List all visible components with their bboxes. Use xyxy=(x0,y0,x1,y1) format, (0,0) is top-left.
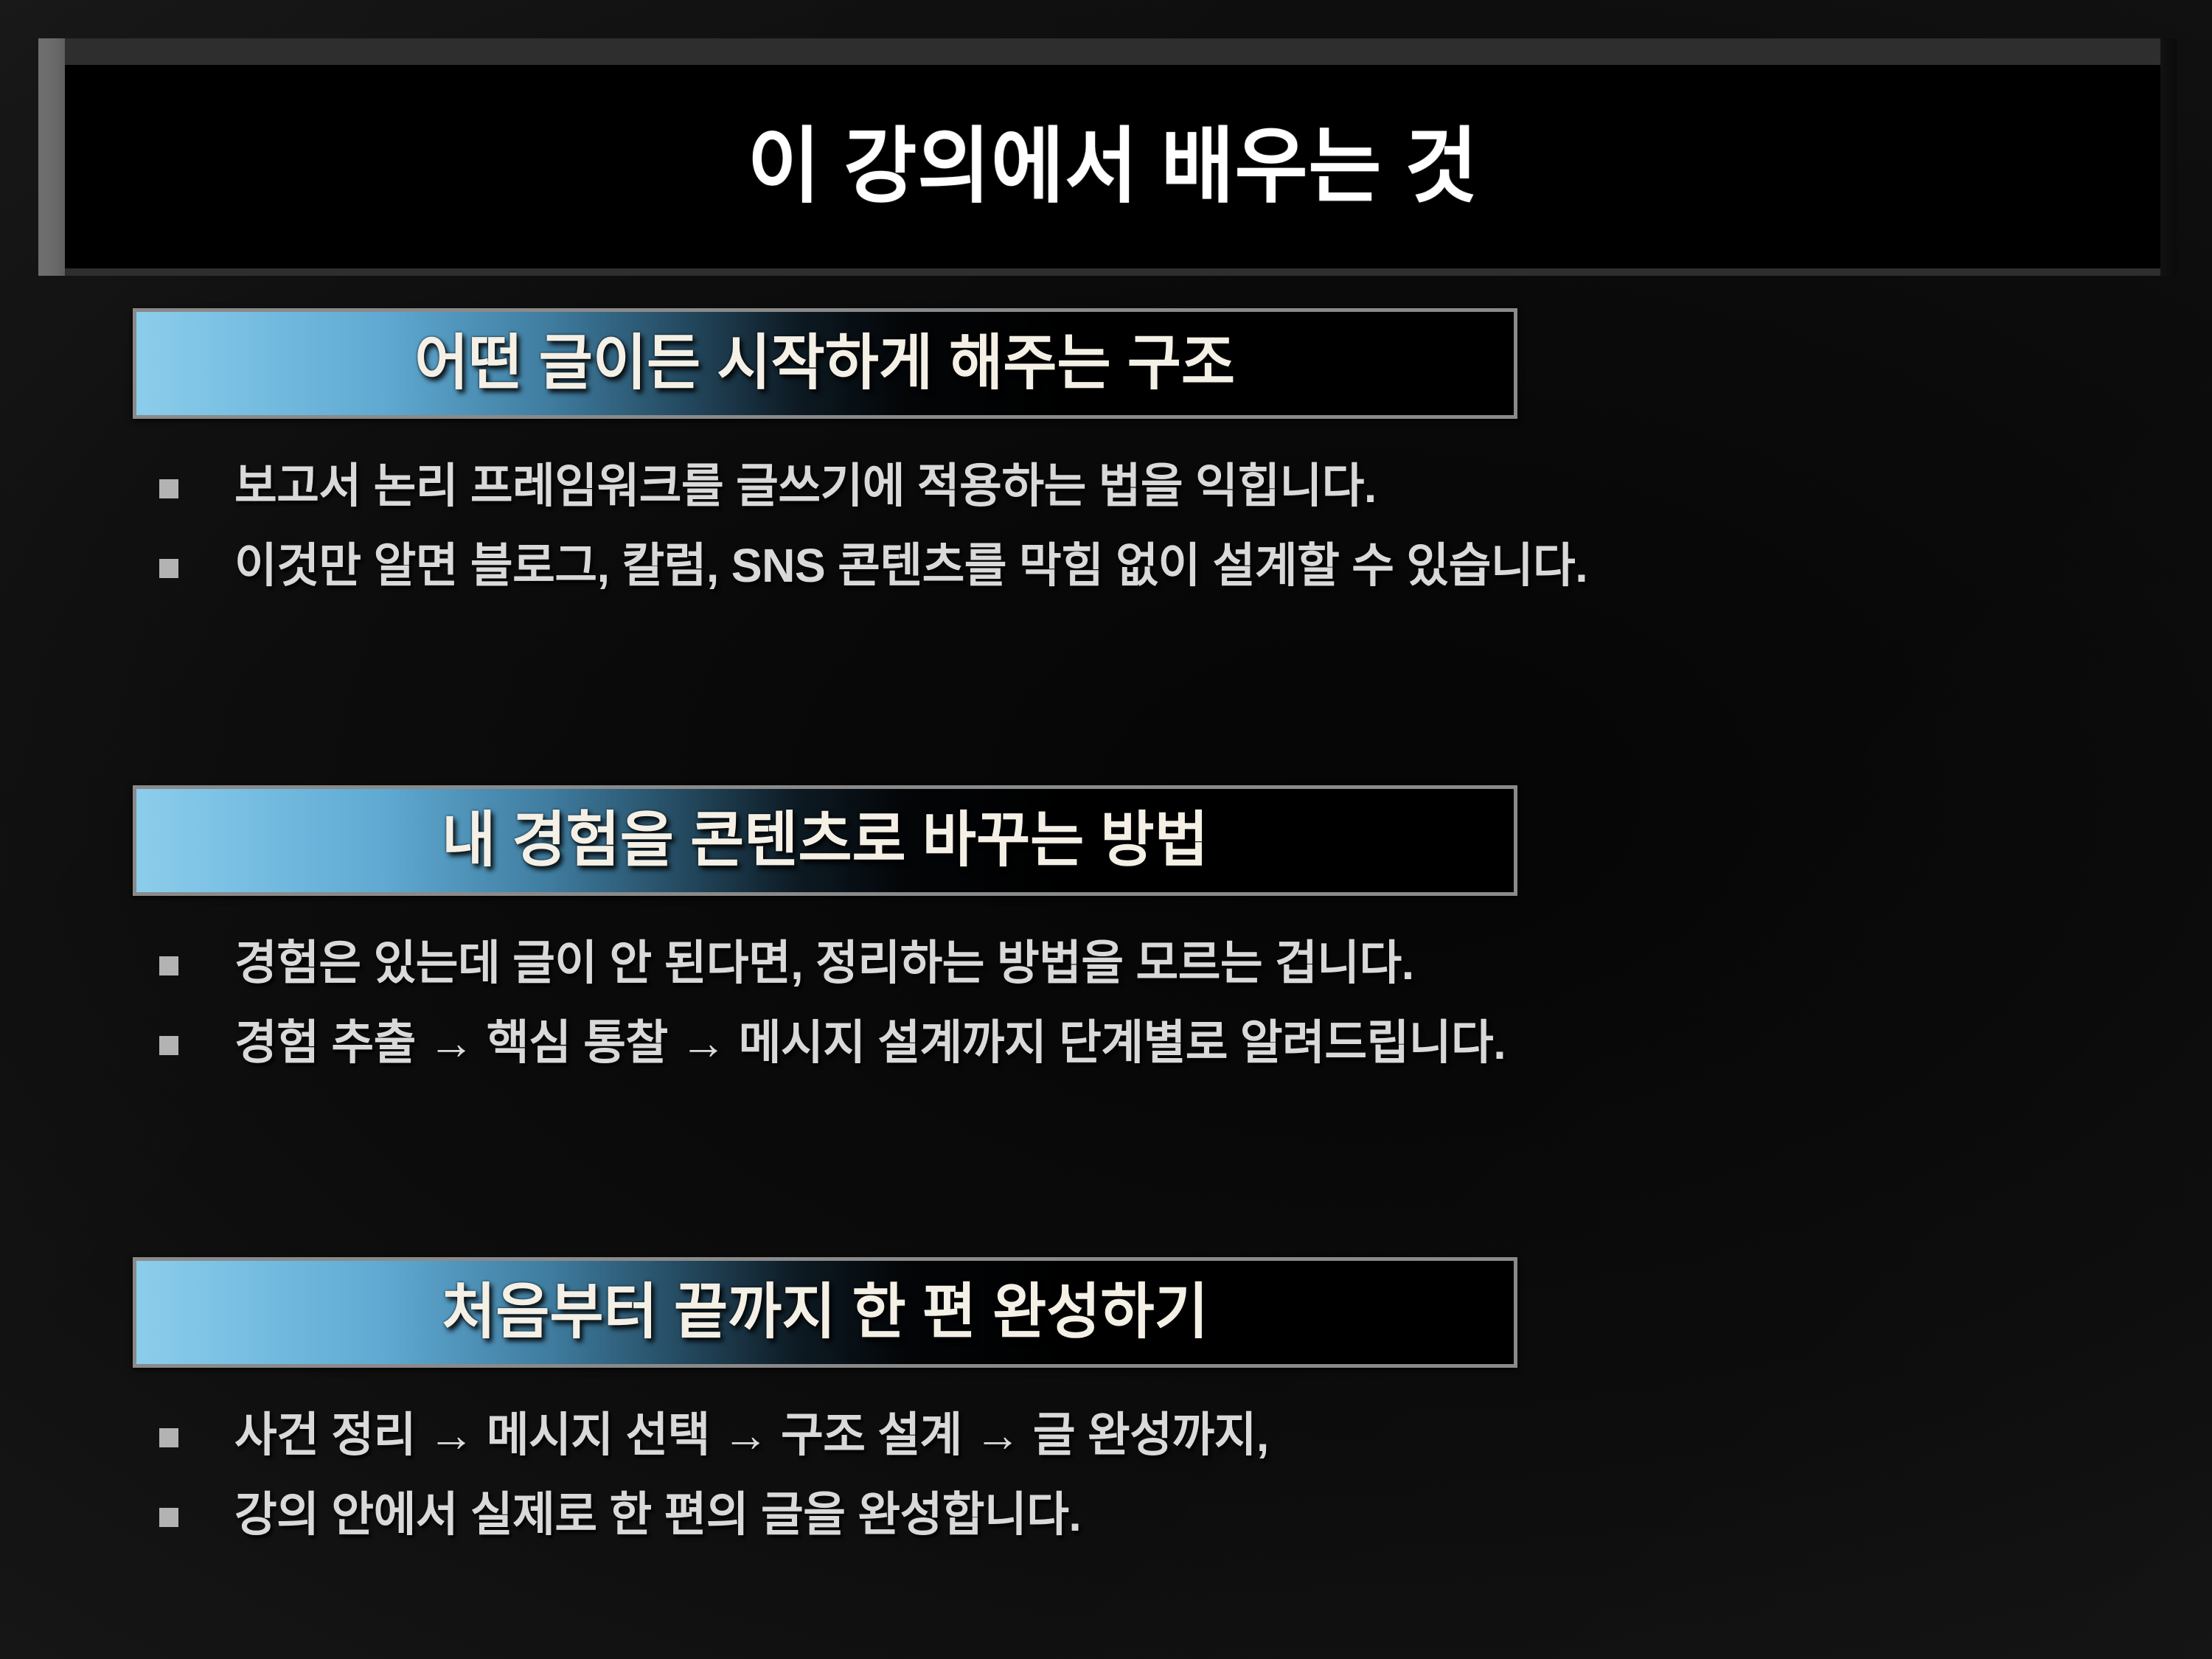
square-bullet-icon xyxy=(159,479,178,498)
square-bullet-icon xyxy=(159,558,178,578)
list-item: 사건 정리 → 메시지 선택 → 구조 설계 → 글 완성까지, xyxy=(159,1408,1517,1462)
list-item: 경험 추출 → 핵심 통찰 → 메시지 설계까지 단계별로 알려드립니다. xyxy=(159,1015,1517,1070)
square-bullet-icon xyxy=(159,1035,178,1055)
list-item: 강의 안에서 실제로 한 편의 글을 완성합니다. xyxy=(159,1487,1517,1542)
list-item: 경험은 있는데 글이 안 된다면, 정리하는 방법을 모르는 겁니다. xyxy=(159,936,1517,990)
square-bullet-icon xyxy=(159,956,178,975)
section-header-label-3: 처음부터 끝까지 한 편 완성하기 xyxy=(442,1279,1208,1346)
bullet-text: 경험 추출 → 핵심 통찰 → 메시지 설계까지 단계별로 알려드립니다. xyxy=(234,1015,1506,1069)
bullet-list-1: 보고서 논리 프레임워크를 글쓰기에 적용하는 법을 익힙니다. 이것만 알면 … xyxy=(133,459,1588,593)
square-bullet-icon xyxy=(159,1428,178,1447)
section-block-1: 어떤 글이든 시작하게 해주는 구조 보고서 논리 프레임워크를 글쓰기에 적용… xyxy=(133,308,1588,593)
square-bullet-icon xyxy=(159,1507,178,1527)
list-item: 이것만 알면 블로그, 칼럼, SNS 콘텐츠를 막힘 없이 설계할 수 있습니… xyxy=(159,539,1588,593)
page-title: 이 강의에서 배우는 것 xyxy=(747,120,1478,212)
title-plaque-face: 이 강의에서 배우는 것 xyxy=(65,65,2160,268)
bullet-text: 이것만 알면 블로그, 칼럼, SNS 콘텐츠를 막힘 없이 설계할 수 있습니… xyxy=(234,538,1588,592)
bullet-text: 강의 안에서 실제로 한 편의 글을 완성합니다. xyxy=(234,1487,1082,1541)
section-header-2: 내 경험을 콘텐츠로 바꾸는 방법 xyxy=(133,785,1517,896)
title-plaque-bevel-left xyxy=(38,38,65,276)
section-header-label-2: 내 경험을 콘텐츠로 바꾸는 방법 xyxy=(442,807,1208,874)
section-header-label-1: 어떤 글이든 시작하게 해주는 구조 xyxy=(414,330,1236,397)
bullet-text: 사건 정리 → 메시지 선택 → 구조 설계 → 글 완성까지, xyxy=(234,1408,1269,1461)
bullet-list-2: 경험은 있는데 글이 안 된다면, 정리하는 방법을 모르는 겁니다. 경험 추… xyxy=(133,936,1517,1070)
section-block-3: 처음부터 끝까지 한 편 완성하기 사건 정리 → 메시지 선택 → 구조 설계… xyxy=(133,1257,1517,1541)
bullet-text: 보고서 논리 프레임워크를 글쓰기에 적용하는 법을 익힙니다. xyxy=(234,459,1377,512)
bullet-text: 경험은 있는데 글이 안 된다면, 정리하는 방법을 모르는 겁니다. xyxy=(234,936,1414,990)
section-header-1: 어떤 글이든 시작하게 해주는 구조 xyxy=(133,308,1517,419)
title-plaque: 이 강의에서 배우는 것 xyxy=(38,38,2177,276)
section-header-3: 처음부터 끝까지 한 편 완성하기 xyxy=(133,1257,1517,1368)
title-plaque-bevel-right xyxy=(2160,38,2177,276)
section-block-2: 내 경험을 콘텐츠로 바꾸는 방법 경험은 있는데 글이 안 된다면, 정리하는… xyxy=(133,785,1517,1069)
bullet-list-3: 사건 정리 → 메시지 선택 → 구조 설계 → 글 완성까지, 강의 안에서 … xyxy=(133,1408,1517,1542)
list-item: 보고서 논리 프레임워크를 글쓰기에 적용하는 법을 익힙니다. xyxy=(159,459,1517,513)
